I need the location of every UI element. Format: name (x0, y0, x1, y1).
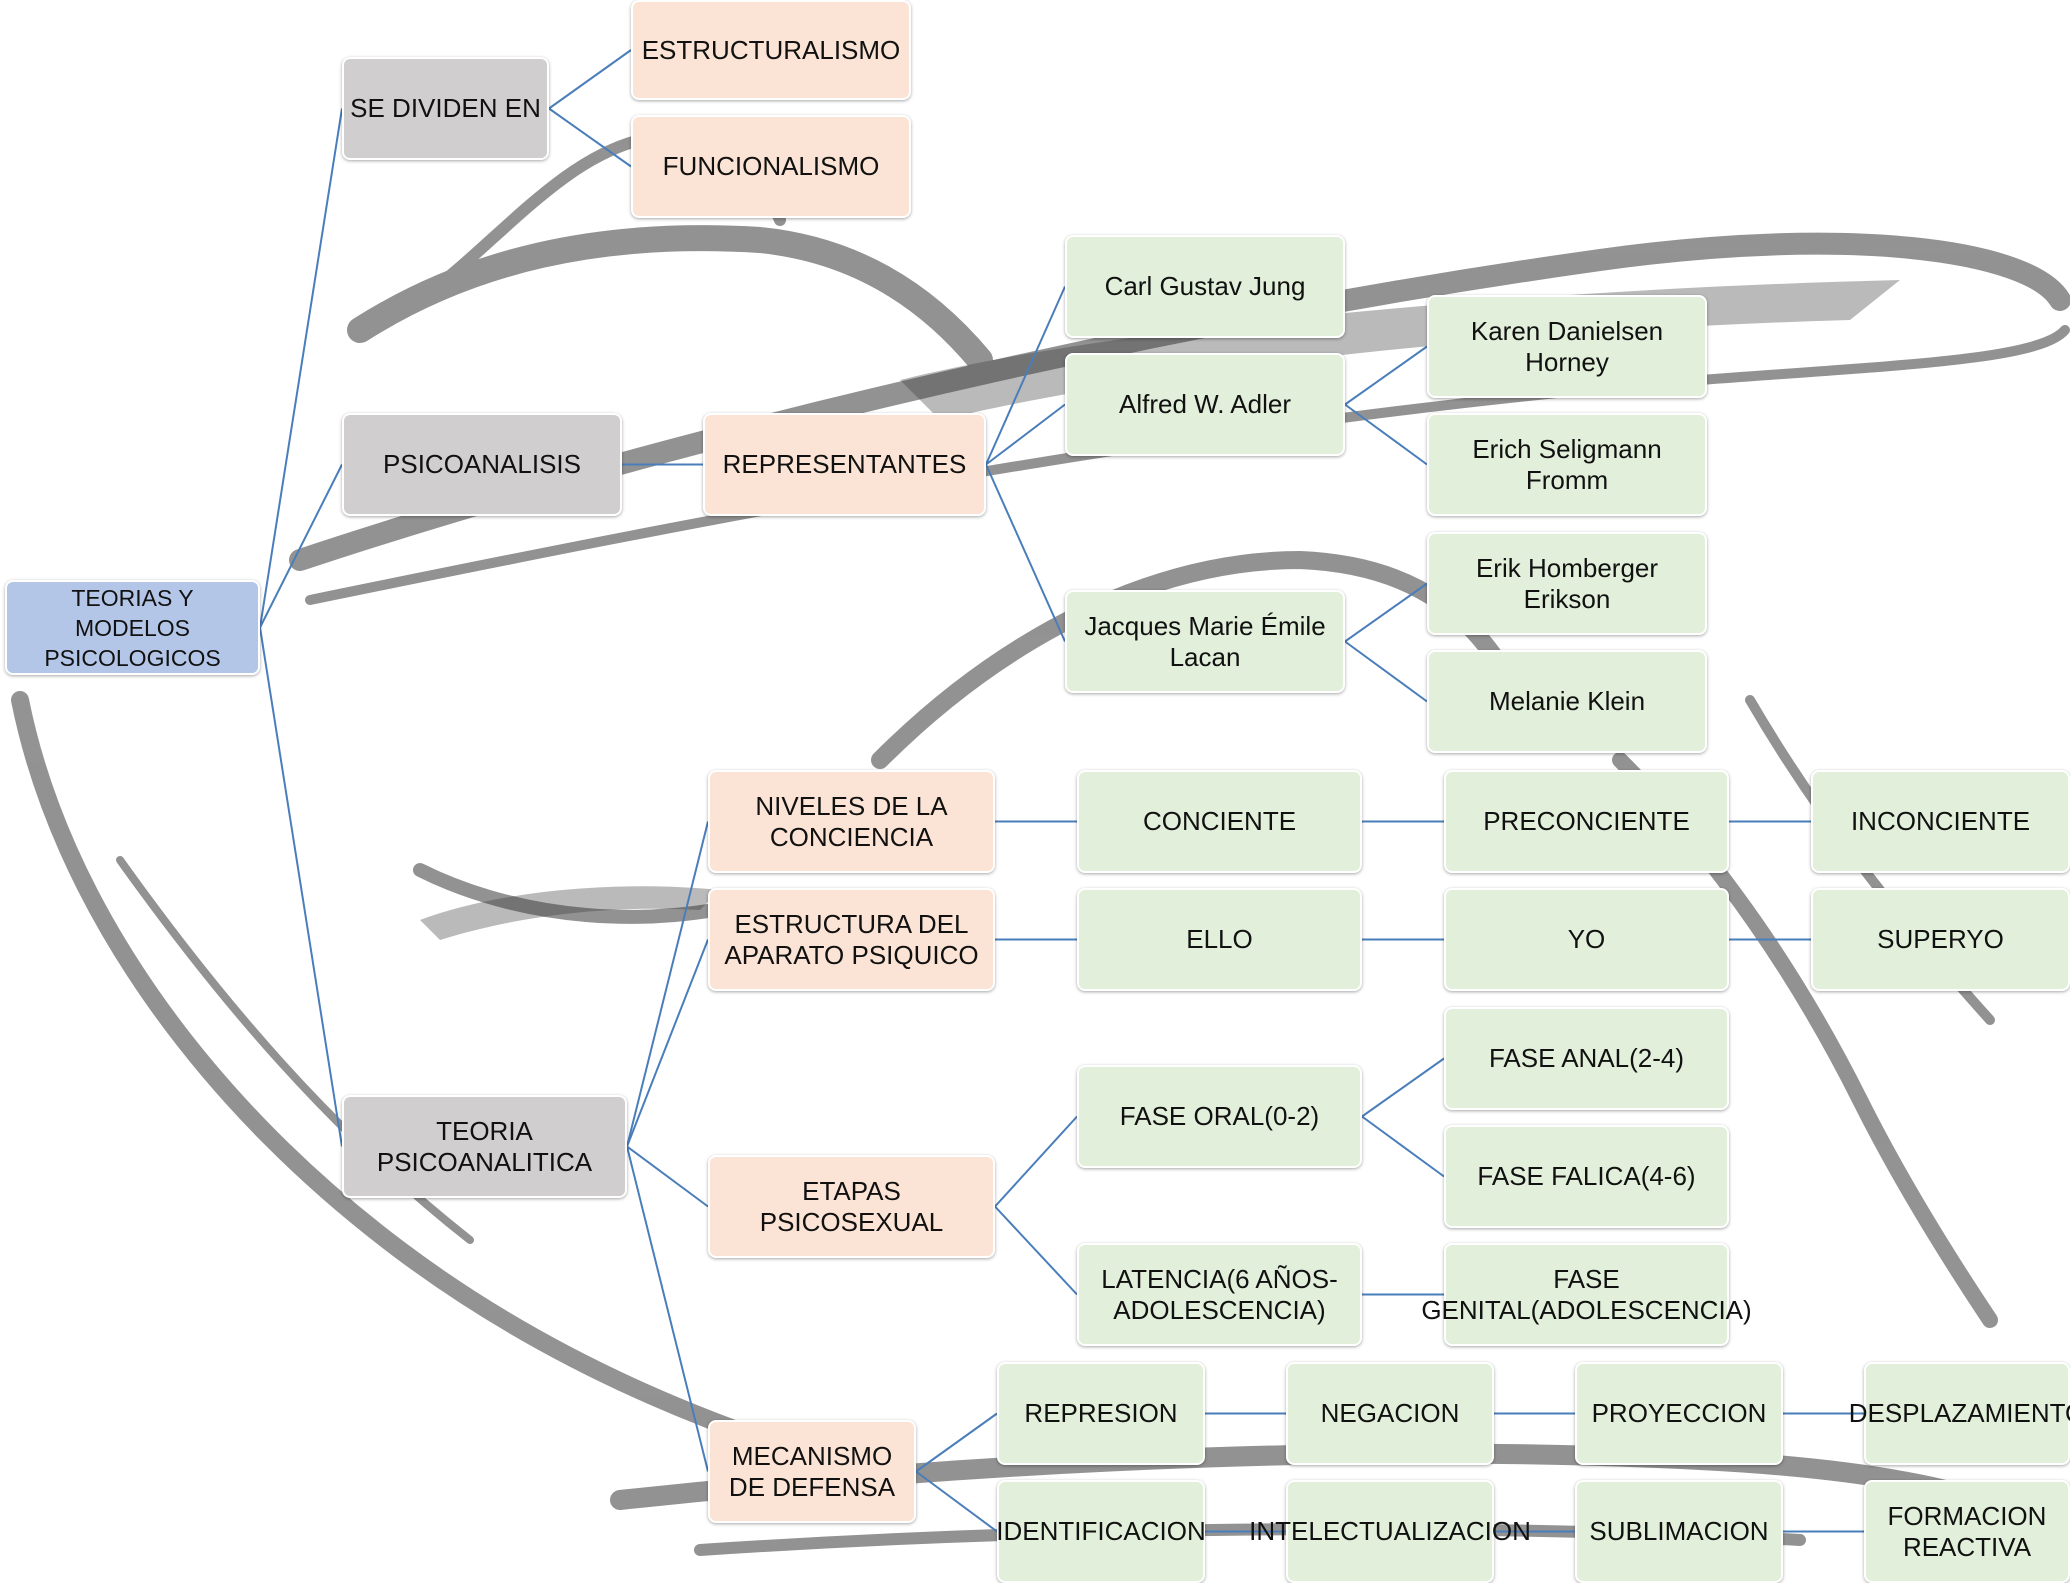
node-alfred-adler[interactable]: Alfred W. Adler (1065, 353, 1345, 456)
node-fase-genital[interactable]: FASE GENITAL(ADOLESCENCIA) (1421, 1243, 1752, 1346)
node-etapas-psicosexual[interactable]: ETAPAS PSICOSEXUAL (708, 1155, 995, 1258)
node-negacion[interactable]: NEGACION (1286, 1362, 1494, 1465)
node-mecanismo-de-defensa[interactable]: MECANISMO DE DEFENSA (708, 1420, 916, 1523)
node-latencia[interactable]: LATENCIA(6 AÑOS-ADOLESCENCIA) (1077, 1243, 1362, 1346)
connector-root-teoria (259, 627, 343, 1147)
connector-representantes-lacan (985, 464, 1066, 642)
node-estructuralismo[interactable]: ESTRUCTURALISMO (631, 0, 911, 100)
connector-representantes-adler (985, 403, 1066, 466)
node-superyo[interactable]: SUPERYO (1811, 888, 2070, 991)
node-yo[interactable]: YO (1444, 888, 1729, 991)
connector-etapas-fase_oral (994, 1115, 1078, 1208)
node-proyeccion[interactable]: PROYECCION (1575, 1362, 1783, 1465)
connector-fase_oral-fase_falica (1361, 1115, 1445, 1178)
node-funcionalismo[interactable]: FUNCIONALISMO (631, 115, 911, 218)
node-fase-anal[interactable]: FASE ANAL(2-4) (1444, 1007, 1729, 1110)
connector-adler-horney (1344, 345, 1428, 406)
node-sublimacion[interactable]: SUBLIMACION (1575, 1480, 1783, 1583)
connector-lacan-erikson (1344, 582, 1428, 643)
node-preconciente[interactable]: PRECONCIENTE (1444, 770, 1729, 873)
node-erik-erikson[interactable]: Erik Homberger Erikson (1427, 532, 1707, 635)
node-erich-fromm[interactable]: Erich Seligmann Fromm (1427, 413, 1707, 516)
connector-root-se_dividen (259, 108, 343, 628)
connector-fase_oral-fase_anal (1361, 1057, 1445, 1118)
connector-mecanismo-represion (915, 1412, 998, 1473)
node-representantes[interactable]: REPRESENTANTES (703, 413, 986, 516)
node-formacion-reactiva[interactable]: FORMACION REACTIVA (1864, 1480, 2070, 1583)
connector-lacan-klein (1344, 640, 1428, 703)
connector-se_dividen-estructuralismo (548, 49, 632, 110)
node-inconciente[interactable]: INCONCIENTE (1811, 770, 2070, 873)
node-identificacion[interactable]: IDENTIFICACION (996, 1480, 1206, 1583)
node-niveles-de-la-conciencia[interactable]: NIVELES DE LA CONCIENCIA (708, 770, 995, 873)
node-intelectualizacion[interactable]: INTELECTUALIZACION (1249, 1480, 1531, 1583)
node-estructura-aparato-psiquico[interactable]: ESTRUCTURA DEL APARATO PSIQUICO (708, 888, 995, 991)
node-root-teorias-modelos[interactable]: TEORIAS Y MODELOS PSICOLOGICOS (5, 580, 260, 675)
node-ello[interactable]: ELLO (1077, 888, 1362, 991)
node-jacques-lacan[interactable]: Jacques Marie Émile Lacan (1065, 590, 1345, 693)
node-melanie-klein[interactable]: Melanie Klein (1427, 650, 1707, 753)
connector-teoria-estructura (626, 939, 709, 1147)
node-represion[interactable]: REPRESION (997, 1362, 1205, 1465)
connector-mecanismo-identificacion (915, 1470, 998, 1533)
node-conciente[interactable]: CONCIENTE (1077, 770, 1362, 873)
connector-se_dividen-funcionalismo (548, 107, 632, 168)
node-teoria-psicoanalitica[interactable]: TEORIA PSICOANALITICA (342, 1095, 627, 1198)
node-fase-oral[interactable]: FASE ORAL(0-2) (1077, 1065, 1362, 1168)
node-se-dividen-en[interactable]: SE DIVIDEN EN (342, 57, 549, 160)
connector-root-psicoanalisis (259, 464, 343, 628)
node-karen-horney[interactable]: Karen Danielsen Horney (1427, 295, 1707, 398)
node-fase-falica[interactable]: FASE FALICA(4-6) (1444, 1125, 1729, 1228)
node-desplazamiento[interactable]: DESPLAZAMIENTO (1849, 1362, 2070, 1465)
node-psicoanalisis[interactable]: PSICOANALISIS (342, 413, 622, 516)
connector-representantes-jung (985, 286, 1066, 465)
connector-teoria-mecanismo (626, 1146, 709, 1472)
connector-teoria-niveles (626, 821, 709, 1147)
node-carl-gustav-jung[interactable]: Carl Gustav Jung (1065, 235, 1345, 338)
connector-etapas-latencia (994, 1205, 1078, 1296)
connector-adler-fromm (1344, 403, 1428, 466)
connector-teoria-etapas (626, 1145, 709, 1208)
